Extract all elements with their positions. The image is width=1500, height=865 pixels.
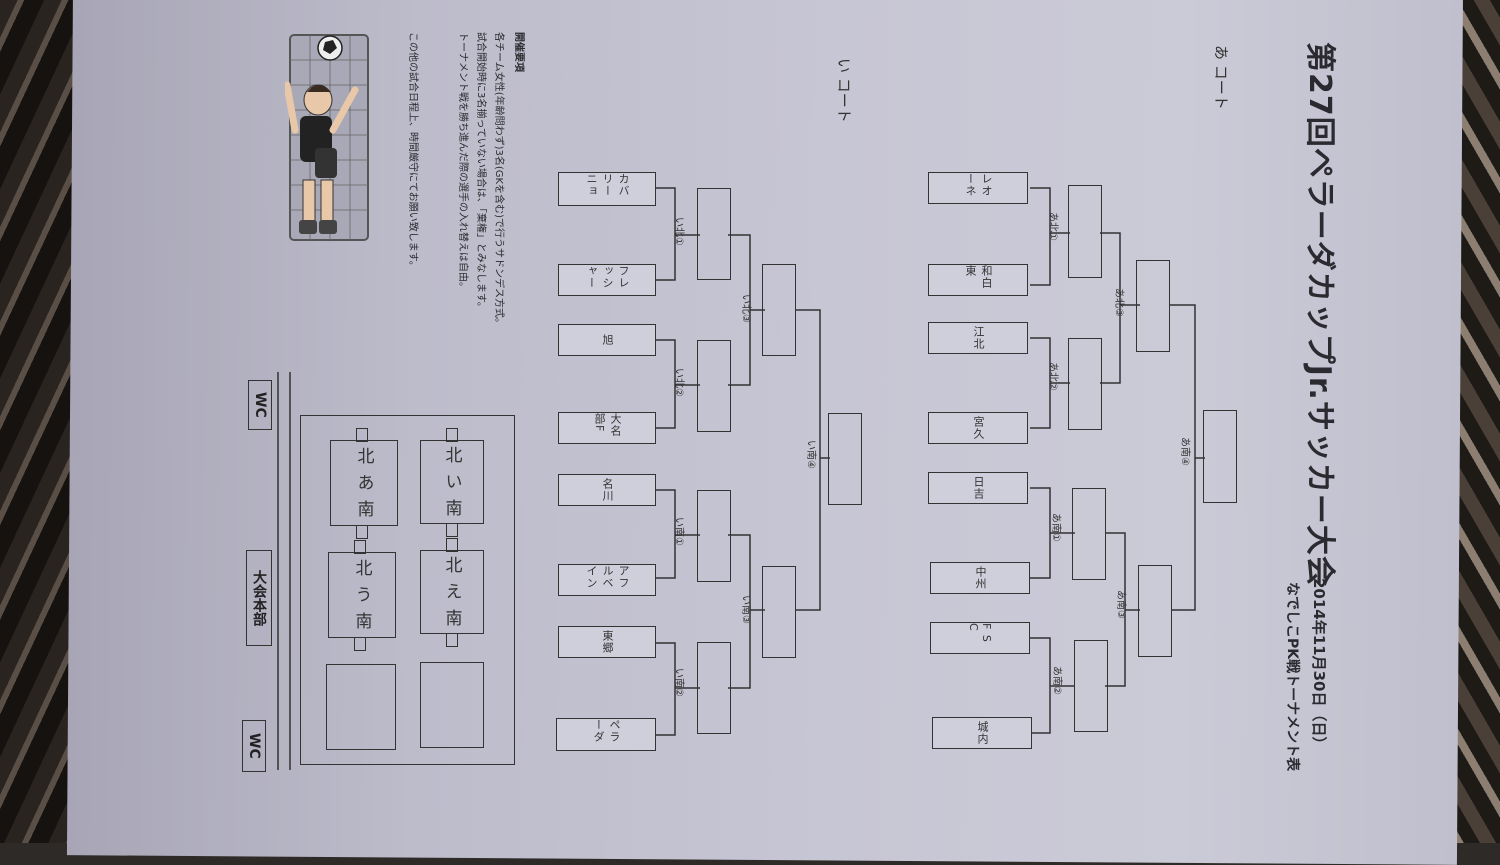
match-slot [1068,338,1102,430]
match-label: い南③ [740,595,751,624]
match-label: い南① [673,517,684,546]
match-label: あ北③ [1113,288,1124,317]
team-box: フレッシャー [558,264,656,296]
subtitle: なでしこPK戦トーナメント表 [1284,582,1300,772]
match-slot [697,490,731,582]
match-label: い北② [673,368,684,397]
goal-marker [446,633,458,647]
goal-marker [356,428,368,442]
match-label: い北③ [740,294,751,323]
team-box: 城内 [932,717,1032,749]
match-slot [697,340,731,432]
team-box: 江北 [928,322,1028,354]
match-label: あ南③ [1115,590,1126,619]
page-title: 第27回ペラーダカップJr.サッカー大会 [1302,42,1337,587]
match-slot [1068,185,1102,278]
team-box: 旭 [558,324,656,356]
court-i-label: い コート [835,58,853,123]
match-slot [1136,260,1170,352]
team-box: F S C [930,622,1030,654]
match-slot [1138,565,1172,657]
match-label: い北① [673,217,684,246]
note-line: この他の試合日程上、時間厳守にてお願い致します。 [407,32,418,271]
match-label: あ南④ [1179,437,1190,466]
goal-marker [354,637,366,651]
hq-box: 大会本部 [246,550,272,646]
team-box: 中州 [930,562,1030,594]
goal-marker [356,525,368,539]
wc-top: WC [248,380,272,430]
field-a: 北 あ 南 [330,440,398,526]
match-slot [762,264,796,356]
field-u: 北 う 南 [328,552,396,638]
note-line: 各チーム女性(年齢問わず)3名(GKを含む)で行うサドンデス方式。 [493,32,504,328]
match-slot [1074,640,1108,732]
match-label: い南② [673,668,684,697]
match-slot [697,188,731,280]
field-empty [326,664,396,750]
match-label: あ南② [1051,666,1062,695]
goalkeeper-illustration-icon [285,34,369,241]
team-box: 名川 [558,474,656,506]
team-box: 東郷 [558,626,656,658]
match-slot [697,642,731,734]
note-line: 試合開始時に3名揃っていない場合は、「棄権」とみなします。 [475,32,486,312]
team-box: レオーネ [928,172,1028,204]
match-label: あ南① [1050,513,1061,542]
date-label: 2014年11月30日（日） [1310,578,1328,752]
match-slot [1203,410,1237,503]
team-box: ペラーダ [556,718,656,751]
team-box: 日吉 [928,472,1028,504]
goal-marker [446,523,458,537]
note-line: トーナメント戦を勝ち進んだ際の選手の入れ替えは自由。 [457,32,468,292]
match-label: あ北② [1047,362,1058,391]
goal-marker [446,428,458,442]
team-box: 宮久 [928,412,1028,444]
goal-marker [446,538,458,552]
team-box: 大名部F [558,412,656,444]
court-a-label: あ コート [1212,45,1230,110]
team-box: アフルベイン [558,564,656,596]
match-label: い南④ [805,440,816,469]
match-slot [828,413,862,505]
match-slot [1072,488,1106,580]
wc-bottom: WC [242,720,266,772]
bracket-lines [277,187,1205,770]
notes-heading: 開催要項 [513,32,524,72]
match-slot [762,566,796,658]
field-e: 北 え 南 [420,550,484,634]
match-label: あ北① [1047,212,1058,241]
team-box: 和白東 [928,264,1028,296]
team-box: カバリーニョ [558,172,656,206]
field-i: 北 い 南 [420,440,484,524]
field-empty [420,662,484,748]
venue-map [300,415,515,765]
goal-marker [354,540,366,554]
